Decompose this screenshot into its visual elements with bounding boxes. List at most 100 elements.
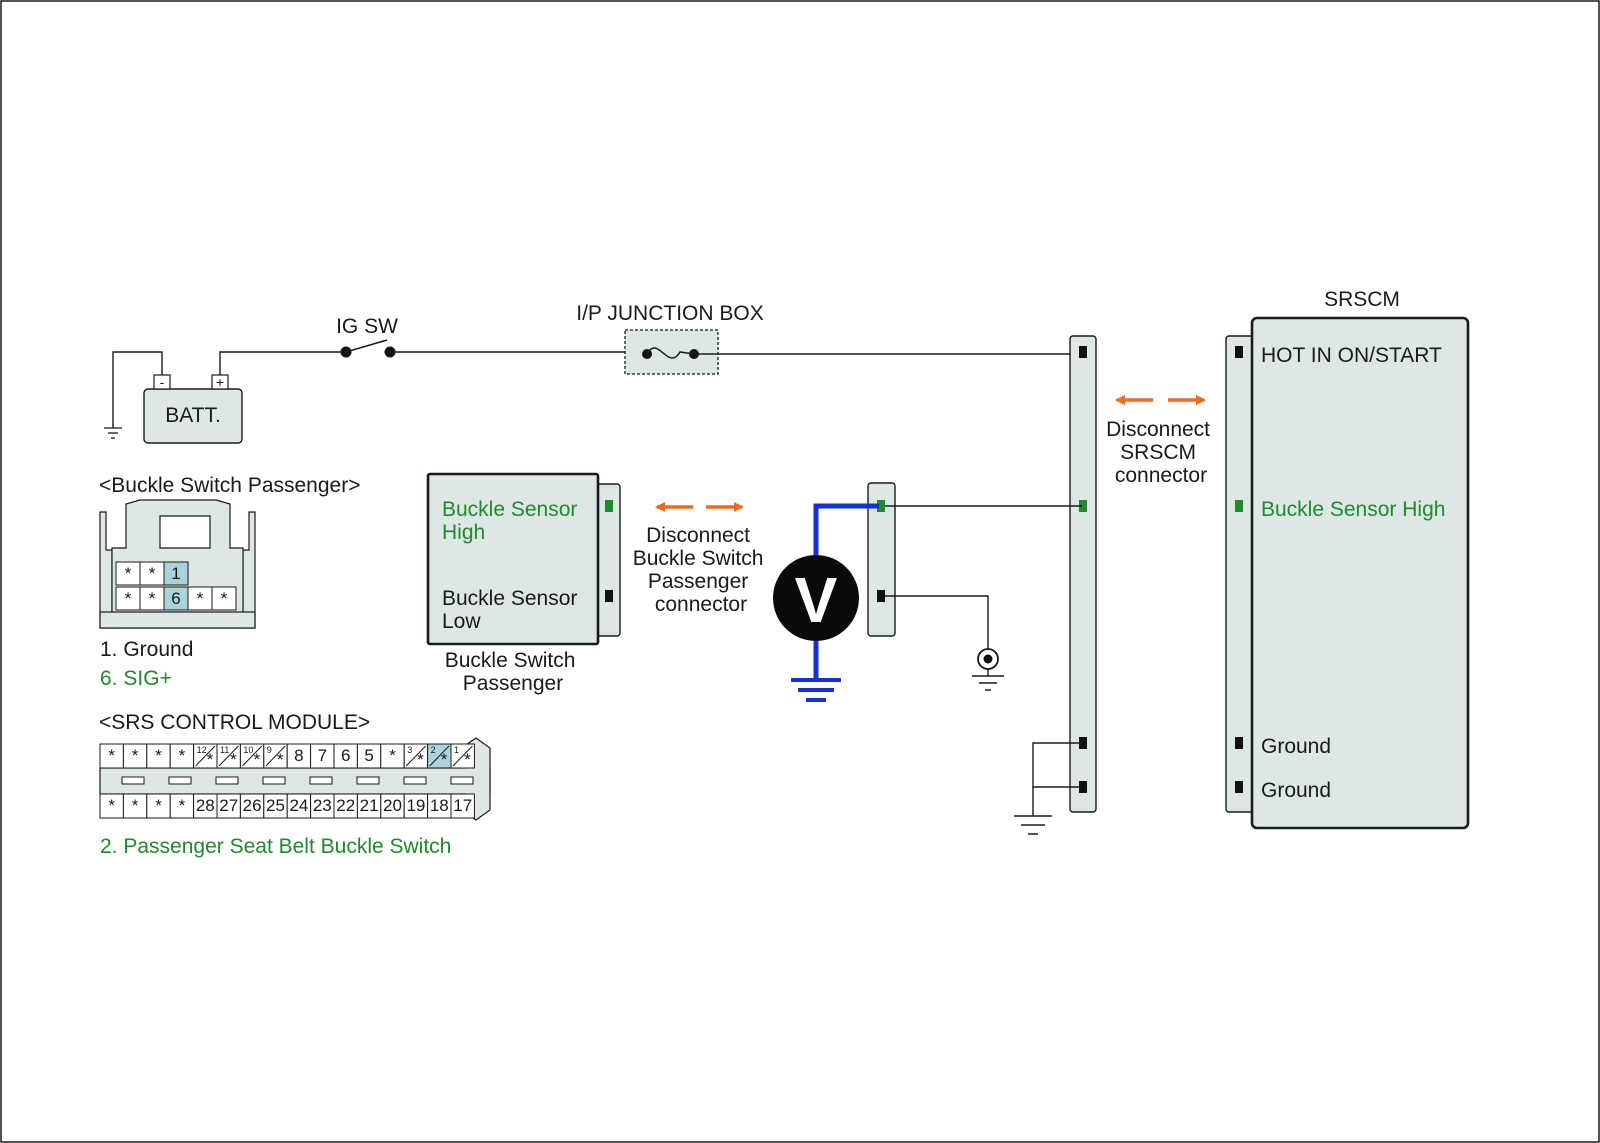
buckle-cell-label: * — [149, 564, 156, 583]
srs-pin-number: * — [132, 796, 139, 815]
buckle-pin-high-label: Buckle Sensor High — [442, 498, 583, 544]
voltmeter-icon — [773, 555, 859, 641]
buckle-cell — [211, 586, 237, 611]
srs-pin-star: * — [253, 750, 260, 769]
buckle-cell-label: * — [197, 589, 204, 608]
srscm-title: SRSCM — [1324, 288, 1400, 311]
buckle-harness-connector — [867, 482, 896, 637]
voltmeter-symbol: V — [795, 564, 838, 636]
buckle-cell-label: 6 — [171, 589, 180, 608]
harness-terminal-ground-2 — [1079, 781, 1087, 793]
srs-key-slot — [356, 776, 380, 785]
buckle-legend-ground: 1. Ground — [100, 638, 193, 661]
srs-pin-number: 17 — [453, 796, 472, 815]
fuse-icon — [642, 347, 699, 359]
srs-pin-number: 2 — [431, 745, 436, 755]
srs-pin-number: * — [108, 746, 115, 765]
srs-pin-number: * — [155, 746, 162, 765]
srs-pin-number: 22 — [336, 796, 355, 815]
buckle-legend-sig: 6. SIG+ — [100, 667, 172, 690]
buckle-cell-label: * — [125, 589, 132, 608]
srs-key-slot — [215, 776, 239, 785]
srs-pin-number: 9 — [267, 745, 272, 755]
ground-icon — [1014, 815, 1052, 835]
srs-pin-number: 18 — [430, 796, 449, 815]
battery-plus-label: + — [216, 374, 224, 390]
srs-pin-number: 19 — [406, 796, 425, 815]
srs-pin-star: * — [464, 750, 471, 769]
harness-terminal-ground-1 — [1079, 737, 1087, 749]
buckle-disconnect-label: Disconnect Buckle Switch Passenger conne… — [633, 524, 770, 616]
srscm-harness-connector — [1069, 335, 1097, 813]
srs-bottom-cell — [450, 793, 475, 819]
ground-icon — [791, 678, 841, 702]
srs-pin-number: 1 — [454, 745, 459, 755]
srs-key-slot — [403, 776, 427, 785]
srs-key-slot — [121, 776, 145, 785]
srs-pin-number: 26 — [243, 796, 262, 815]
battery-label: BATT. — [165, 404, 221, 427]
srscm-pin-buckle-high: Buckle Sensor High — [1261, 498, 1445, 521]
srscm-pin-hot-in: HOT IN ON/START — [1261, 344, 1442, 367]
srs-module-view-title: <SRS CONTROL MODULE> — [99, 711, 370, 734]
srscm-disconnect-label: Disconnect SRSCM connector — [1106, 418, 1216, 487]
srs-pin-number: * — [155, 796, 162, 815]
srscm-module — [1250, 316, 1470, 830]
srs-pin-number: 24 — [289, 796, 308, 815]
harness-terminal-buckle-high — [1079, 500, 1087, 512]
srs-pin-number: 11 — [220, 745, 229, 755]
srs-pin-star: * — [277, 750, 284, 769]
srs-pin-number: 8 — [294, 746, 303, 765]
srscm-pin-ground-1: Ground — [1261, 735, 1331, 758]
srs-key-slot — [309, 776, 333, 785]
srs-pin-star: * — [207, 750, 214, 769]
srs-pin-number: 12 — [197, 745, 207, 755]
srs-pin-number: 25 — [266, 796, 285, 815]
srs-pin-star: * — [230, 750, 237, 769]
ig-sw-label: IG SW — [336, 315, 398, 338]
buckle-cell-label: 1 — [171, 564, 180, 583]
srs-pin-number: * — [108, 796, 115, 815]
srs-pin-number: 7 — [318, 746, 327, 765]
battery-minus-label: - — [160, 374, 165, 390]
buckle-cell-label: * — [125, 564, 132, 583]
junction-box-label: I/P JUNCTION BOX — [576, 302, 763, 325]
srs-pin-number: 28 — [196, 796, 215, 815]
srs-pin-number: 23 — [313, 796, 332, 815]
junction-box — [624, 329, 719, 375]
ignition-switch-icon — [340, 339, 396, 358]
ground-icon — [104, 427, 122, 439]
srs-pin-star: * — [417, 750, 424, 769]
srs-pin-number: 20 — [383, 796, 402, 815]
srs-legend: 2. Passenger Seat Belt Buckle Switch — [100, 835, 451, 858]
buckle-pin-low-label: Buckle Sensor Low — [442, 587, 583, 633]
ground-icon — [972, 648, 1004, 691]
srscm-pin-ground-2: Ground — [1261, 779, 1331, 802]
srs-pin-number: 21 — [360, 796, 379, 815]
srs-pin-number: 3 — [407, 745, 412, 755]
buckle-cell — [163, 561, 189, 586]
srs-pin-star: * — [441, 750, 448, 769]
srs-pin-number: * — [179, 796, 186, 815]
srs-pin-number: 10 — [243, 745, 253, 755]
buckle-cell-label: * — [221, 589, 228, 608]
battery-icon — [143, 388, 243, 444]
buckle-connector-view-title: <Buckle Switch Passenger> — [99, 474, 360, 497]
buckle-switch-caption: Buckle Switch Passenger — [445, 649, 582, 695]
srs-pin-number: * — [389, 746, 396, 765]
srs-key-slot — [168, 776, 192, 785]
srs-key-slot — [450, 776, 474, 785]
buckle-switch-passenger — [426, 472, 600, 646]
harness-terminal-hot — [1079, 346, 1087, 358]
voltmeter-lead-positive — [813, 503, 879, 555]
srs-pin-number: * — [179, 746, 186, 765]
srs-key-slot — [262, 776, 286, 785]
srs-pin-number: * — [132, 746, 139, 765]
buckle-cell-label: * — [149, 589, 156, 608]
srs-pin-number: 6 — [341, 746, 350, 765]
battery: - + BATT. — [143, 374, 243, 444]
srs-pin-number: 5 — [364, 746, 373, 765]
srs-pin-number: 27 — [219, 796, 238, 815]
